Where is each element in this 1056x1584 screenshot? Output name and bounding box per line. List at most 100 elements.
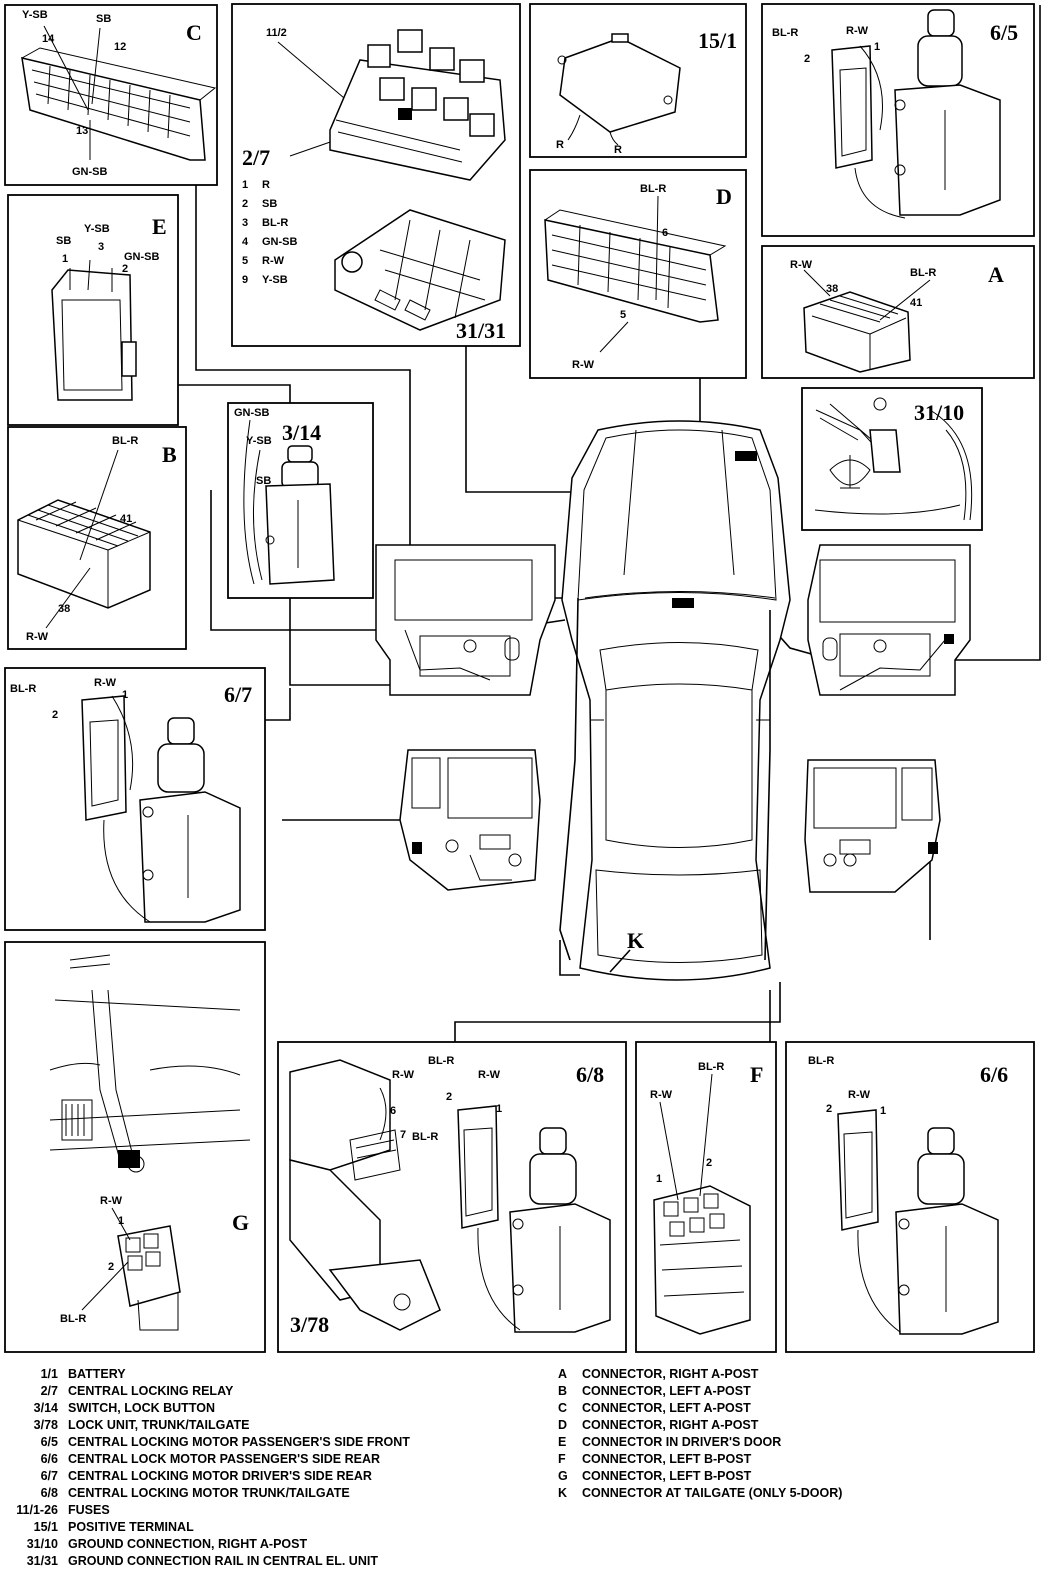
relay-block-drawing <box>329 29 506 331</box>
legend-text: BATTERY <box>68 1367 126 1381</box>
motor-6-7-title: 6/7 <box>224 682 252 707</box>
motor-6-5-actuator <box>894 9 1001 216</box>
legend-row: 1/1 BATTERY <box>4 1366 410 1383</box>
motor-6-7-wire-1: BL-R <box>10 683 36 695</box>
panel-c-wire-1: Y-SB <box>22 9 48 21</box>
relay-pin-color: R-W <box>262 255 285 267</box>
panel-e-pin-1: 1 <box>62 253 68 265</box>
motor-6-5-connector <box>831 45 883 169</box>
wiring-diagram: K C Y-SB <box>4 3 1041 1353</box>
ground-title: 31/10 <box>914 400 964 425</box>
panel-motor-6-6: 6/6 BL-R R-W 2 1 <box>785 1041 1035 1353</box>
motor-6-8-wire-2: R-W <box>478 1069 501 1081</box>
legend-text: CONNECTOR, RIGHT A-POST <box>582 1367 759 1381</box>
panel-a-pin-1: 38 <box>826 283 838 295</box>
panel-positive-terminal: 15/1 R R <box>529 3 747 158</box>
legend-text: CONNECTOR AT TAILGATE (ONLY 5-DOOR) <box>582 1486 843 1500</box>
positive-terminal-title: 15/1 <box>698 28 737 53</box>
door-right-front <box>807 544 971 696</box>
legend-code: 2/7 <box>40 1384 58 1398</box>
panel-f-title: F <box>750 1062 763 1087</box>
panel-d-wire-1: BL-R <box>640 183 666 195</box>
legend-code: B <box>558 1384 568 1398</box>
legend-text: POSITIVE TERMINAL <box>68 1520 194 1534</box>
legend-code: A <box>558 1367 568 1381</box>
door-left-front <box>375 544 556 696</box>
panel-d-pin-2: 5 <box>620 309 626 321</box>
motor-6-5-pin-2: 1 <box>874 41 880 53</box>
panel-relay: 11/2 2/7 31/31 1 R 2 SB 3 BL-R 4 GN-SB 5… <box>231 3 521 347</box>
legend-connectors: A CONNECTOR, RIGHT A-POST B CONNECTOR, LEFT… <box>558 1366 842 1502</box>
connector-g <box>117 1225 181 1331</box>
motor-6-7-pin-2: 1 <box>122 689 128 701</box>
legend: 1/1 BATTERY 2/7 CENTRAL LOCKING RELAY 3/14 SW… <box>0 1362 1056 1582</box>
lock-unit-wire-2: BL-R <box>412 1131 438 1143</box>
legend-code: 6/7 <box>40 1469 58 1483</box>
legend-code: 15/1 <box>33 1520 58 1534</box>
panel-d: D BL-R R-W 6 5 <box>529 169 747 379</box>
switch-wire-1: GN-SB <box>234 407 270 419</box>
b-post-sketch <box>49 954 251 1173</box>
motor-6-5-title: 6/5 <box>990 20 1018 45</box>
panel-c-wire-3: GN-SB <box>72 166 108 178</box>
relay-pin-no: 3 <box>242 217 248 229</box>
legend-code: 6/8 <box>40 1486 58 1500</box>
legend-text: CENTRAL LOCKING RELAY <box>68 1384 234 1398</box>
panel-g-pin-1: 1 <box>118 1215 124 1227</box>
legend-code: 3/14 <box>33 1401 58 1415</box>
panel-e-wire-1: SB <box>56 235 71 247</box>
panel-f-wire-2: BL-R <box>698 1061 724 1073</box>
legend-code: 3/78 <box>33 1418 58 1432</box>
connector-c-cavities <box>31 65 191 139</box>
legend-components: 1/1 BATTERY 2/7 CENTRAL LOCKING RELAY 3/14 SW… <box>4 1366 410 1570</box>
legend-text: FUSES <box>68 1503 110 1517</box>
panel-a-wire-2: BL-R <box>910 267 936 279</box>
motor-6-8-pin-2: 1 <box>496 1103 502 1115</box>
legend-text: CENTRAL LOCK MOTOR PASSENGER'S SIDE REAR <box>68 1452 381 1466</box>
legend-text: CONNECTOR, RIGHT A-POST <box>582 1418 759 1432</box>
lock-unit-wire-1: R-W <box>392 1069 415 1081</box>
panel-c-title: C <box>186 20 202 45</box>
legend-text: CONNECTOR IN DRIVER'S DOOR <box>582 1435 782 1449</box>
relay-pin-color: Y-SB <box>262 274 288 286</box>
motor-6-6-wire-2: R-W <box>848 1089 871 1101</box>
panel-b: B BL-R R-W 41 38 <box>7 426 187 650</box>
legend-row: 3/14 SWITCH, LOCK BUTTON <box>4 1400 410 1417</box>
legend-row: 15/1 POSITIVE TERMINAL <box>4 1519 410 1536</box>
relay-pin-no: 9 <box>242 274 248 286</box>
panel-b-wire-1: BL-R <box>112 435 138 447</box>
legend-code: D <box>558 1418 568 1432</box>
motor-6-6-pin-1: 2 <box>826 1103 832 1115</box>
door-left-rear <box>399 749 541 891</box>
relay-pin-no: 1 <box>242 179 248 191</box>
legend-code: K <box>558 1486 568 1500</box>
legend-text: GROUND CONNECTION RAIL IN CENTRAL EL. UN… <box>68 1554 378 1568</box>
panel-e: E SB Y-SB GN-SB 1 3 2 <box>7 194 179 426</box>
legend-text: CONNECTOR, LEFT A-POST <box>582 1401 751 1415</box>
legend-code: 1/1 <box>40 1367 58 1381</box>
panel-g-pin-2: 2 <box>108 1261 114 1273</box>
relay-pin-no: 5 <box>242 255 248 267</box>
legend-text: SWITCH, LOCK BUTTON <box>68 1401 215 1415</box>
panel-switch: 3/14 GN-SB Y-SB SB <box>227 402 374 599</box>
relay-pin-color: R <box>262 179 270 191</box>
panel-f-pin-2: 2 <box>706 1157 712 1169</box>
panel-b-pin-2: 38 <box>58 603 70 615</box>
legend-code: G <box>558 1469 568 1483</box>
panel-g-title: G <box>232 1210 249 1235</box>
panel-b-wire-2: R-W <box>26 631 49 643</box>
panel-c-wire-2: SB <box>96 13 111 25</box>
door-right-rear <box>804 759 941 893</box>
panel-a: A R-W BL-R 38 41 <box>761 245 1035 379</box>
panel-g-wire-1: R-W <box>100 1195 123 1207</box>
panel-ground: 31/10 <box>801 387 983 531</box>
motor-6-6-wire-1: BL-R <box>808 1055 834 1067</box>
motor-6-8-title: 6/8 <box>576 1062 604 1087</box>
legend-text: CONNECTOR, LEFT A-POST <box>582 1384 751 1398</box>
